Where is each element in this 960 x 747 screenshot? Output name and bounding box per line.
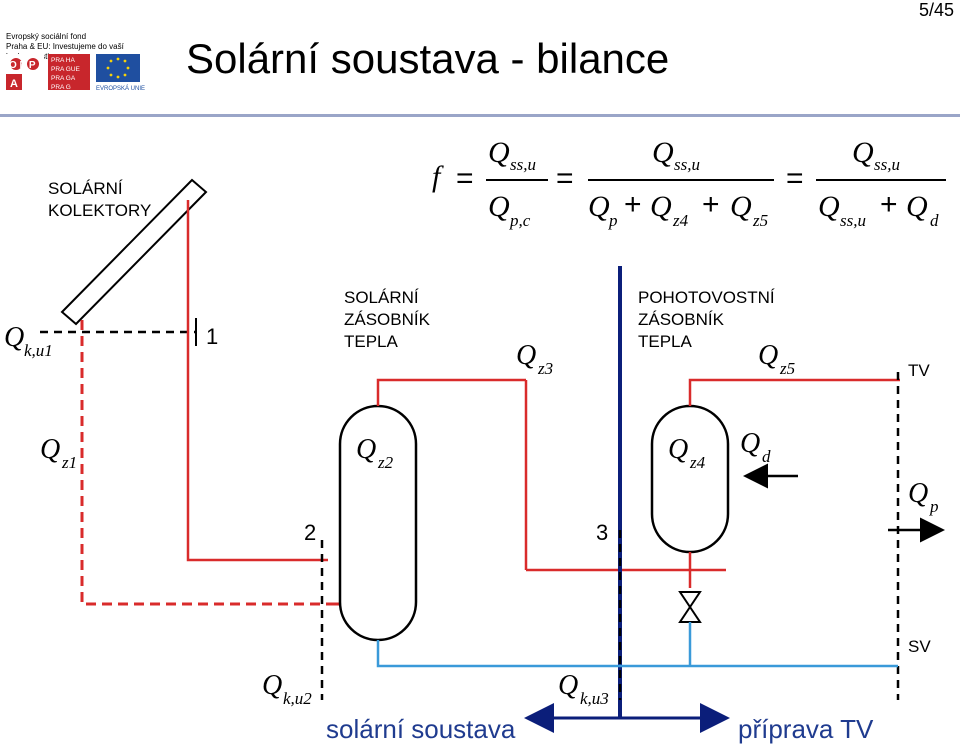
frac2-den-sub3: z5	[752, 211, 768, 230]
q-z2-sub: z2	[377, 453, 394, 472]
logo-line1: Evropský sociální fond	[6, 32, 87, 41]
frac2-den-q3: Q	[730, 190, 752, 223]
frac2-den-q1: Q	[588, 190, 610, 223]
storage-top-pipe	[376, 378, 510, 406]
boundary-2-label: 2	[304, 520, 316, 545]
opp-a: A	[10, 78, 18, 90]
eu-text: EVROPSKÁ UNIE	[96, 85, 145, 92]
standby-label-3: TEPLA	[638, 332, 693, 351]
page-number: 5/45	[918, 0, 954, 20]
standby-label-1: POHOTOVOSTNÍ	[638, 288, 775, 307]
praha-1: PRA HA	[51, 57, 76, 64]
tv-supply-pipe	[688, 378, 900, 406]
frac2-num-q: Q	[652, 136, 674, 169]
q-z3-sub: z3	[537, 359, 553, 378]
q-z4: Q	[668, 434, 688, 465]
q-z1-sub: z1	[61, 453, 77, 472]
frac2-plus2: +	[702, 188, 720, 221]
partner-logos: O P P A PRA HA PRA GUE PRA GA PRA G EVRO…	[6, 54, 145, 92]
q-ku1: Q	[4, 322, 24, 353]
storage-label-3: TEPLA	[344, 332, 399, 351]
efficiency-formula: f = Q ss,u Q p,c = Q ss,u Q p + Q z4 + Q…	[432, 136, 946, 230]
frac2-den-sub1: p	[608, 211, 618, 230]
collector-supply-pipe	[186, 200, 328, 562]
frac2-den-q2: Q	[650, 190, 672, 223]
solar-collector-panel	[60, 178, 208, 326]
praha-2: PRA GUE	[51, 66, 81, 73]
header: Evropský sociální fond Praha & EU: Inves…	[0, 0, 960, 120]
opp-circle-1	[10, 58, 22, 70]
formula-f: f	[432, 160, 444, 193]
frac1-num-q: Q	[488, 136, 510, 169]
q-z1: Q	[40, 434, 60, 465]
opp-circle-2	[27, 58, 39, 70]
collectors-label-2: KOLEKTORY	[48, 201, 151, 220]
q-d-sub: d	[762, 447, 771, 466]
praha-logo: PRA HA PRA GUE PRA GA PRA G	[48, 54, 90, 91]
q-z3: Q	[516, 340, 536, 371]
q-ku2-sub: k,u2	[283, 689, 312, 708]
frac3-den-sub1: ss,u	[840, 211, 866, 230]
header-divider	[0, 114, 960, 117]
frac2-plus1: +	[624, 188, 642, 221]
frac3-den-sub2: d	[930, 211, 939, 230]
frac1-den-sub: p,c	[509, 211, 531, 230]
q-z4-sub: z4	[689, 453, 706, 472]
frac1-den-q: Q	[488, 190, 510, 223]
q-z5-sub: z5	[779, 359, 795, 378]
formula-eq-1: =	[456, 162, 474, 195]
frac3-den-q2: Q	[906, 190, 928, 223]
praha-4: PRA G	[51, 84, 71, 91]
opp-logo: O P P A	[6, 54, 44, 90]
storage-label-2: ZÁSOBNÍK	[344, 310, 431, 329]
frac3-num-q: Q	[852, 136, 874, 169]
standby-tank	[650, 404, 730, 554]
frac3-num-sub: ss,u	[874, 155, 900, 174]
frac1-num-sub: ss,u	[510, 155, 536, 174]
frac2-num-sub: ss,u	[674, 155, 700, 174]
solar-system-label: solární soustava	[326, 714, 516, 744]
q-ku1-sub: k,u1	[24, 341, 53, 360]
solar-storage-tank	[338, 404, 418, 642]
boundary-1-label: 1	[206, 324, 218, 349]
slide-title: Solární soustava - bilance	[186, 35, 670, 82]
storage-label-1: SOLÁRNÍ	[344, 288, 419, 307]
q-ku2: Q	[262, 670, 282, 701]
opp-text: O P P	[9, 60, 36, 71]
frac3-den-q1: Q	[818, 190, 840, 223]
dhw-prep-label: příprava TV	[738, 714, 874, 744]
praha-3: PRA GA	[51, 75, 76, 82]
tv-label: TV	[908, 361, 930, 380]
q-ku3: Q	[558, 670, 578, 701]
collector-return-pipe	[80, 320, 328, 606]
valve-icon	[678, 591, 702, 623]
sv-label: SV	[908, 637, 931, 656]
q-p-sub: p	[929, 497, 939, 516]
q-d: Q	[740, 428, 760, 459]
q-p: Q	[908, 478, 928, 509]
boundary-3-label: 3	[596, 520, 608, 545]
q-z5: Q	[758, 340, 778, 371]
frac2-den-sub2: z4	[672, 211, 689, 230]
eu-logo: EVROPSKÁ UNIE	[96, 54, 145, 92]
collectors-label-1: SOLÁRNÍ	[48, 179, 123, 198]
frac3-plus: +	[880, 188, 898, 221]
formula-eq-2: =	[556, 162, 574, 195]
standby-label-2: ZÁSOBNÍK	[638, 310, 725, 329]
formula-eq-3: =	[786, 162, 804, 195]
cold-water-pipe	[376, 640, 898, 668]
q-z2: Q	[356, 434, 376, 465]
q-ku3-sub: k,u3	[580, 689, 609, 708]
